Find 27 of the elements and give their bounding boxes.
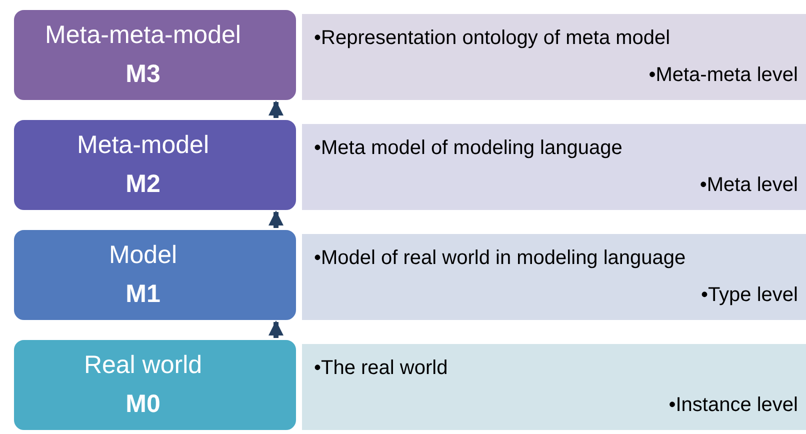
level-name: Model [108,240,178,271]
arrow [268,100,284,118]
description-text: •The real world [314,356,448,381]
level-label: •Instance level [668,393,798,418]
description-text: •Meta model of modeling language [314,136,622,161]
arrow [268,320,284,338]
level-code: M2 [126,169,162,200]
description-text: •Model of real world in modeling language [314,246,686,271]
description-text: •Representation ontology of meta model [314,26,670,51]
description-panel [302,124,806,210]
level-name: Meta-meta-model [45,20,242,51]
level-label: •Meta level [700,173,798,198]
level-name: Meta-model [77,130,210,161]
arrow [268,210,284,228]
description-panel [302,344,806,430]
level-label: •Meta-meta level [648,63,798,88]
level-box [12,338,298,432]
level-code: M0 [126,389,162,420]
level-label: •Type level [700,283,798,308]
level-box [12,228,298,322]
level-code: M3 [126,59,162,90]
level-box [12,118,298,212]
description-panel [302,234,806,320]
level-name: Real world [84,350,204,381]
level-box [12,8,298,102]
level-code: M1 [126,279,162,310]
description-panel [302,14,806,100]
